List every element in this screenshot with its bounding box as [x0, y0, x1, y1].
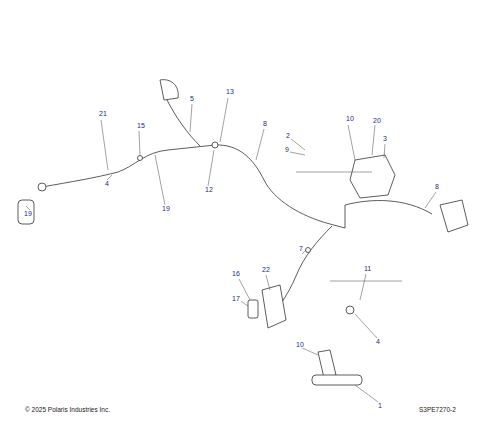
callout-number: 4 [104, 180, 110, 187]
callout-number: 20 [372, 117, 382, 124]
right-caliper [440, 200, 468, 232]
callout-number: 11 [363, 265, 372, 272]
leader-lines [26, 98, 436, 402]
reservoir [160, 80, 178, 100]
callout-number: 17 [231, 295, 241, 302]
callout-number: 7 [298, 245, 304, 252]
footer-text: © 2025 Polaris Industries Inc. [24, 407, 111, 414]
pedal-pivot [312, 375, 362, 385]
callout-number: 8 [434, 183, 440, 190]
callout-number: 12 [204, 186, 214, 193]
line-clip [306, 248, 311, 253]
callout-number: 13 [225, 88, 235, 95]
callout-number: 21 [98, 110, 108, 117]
callout-number: 2 [285, 132, 291, 139]
brake-lines [42, 98, 432, 305]
switch [346, 306, 354, 314]
callout-number: 4 [375, 338, 381, 345]
callout-number: 1 [377, 402, 383, 409]
callout-number: 8 [262, 120, 268, 127]
callout-number: 10 [345, 115, 355, 122]
callout-number: 10 [295, 341, 305, 348]
right-brake-line [345, 201, 432, 214]
pedal-arm [318, 350, 336, 378]
junction-line [345, 205, 346, 228]
callout-number: 5 [189, 95, 195, 102]
main-brake-line [42, 145, 345, 228]
line-clip [212, 142, 218, 148]
rear-brake-line [280, 226, 332, 305]
brake-pad [248, 300, 258, 318]
left-caliper [18, 200, 34, 224]
callout-number: 15 [136, 122, 146, 129]
callout-number: 19 [23, 210, 33, 217]
rear-caliper [262, 285, 286, 328]
upper-brake-line [166, 98, 200, 146]
line-clip [138, 156, 143, 161]
left-fitting [38, 183, 46, 191]
master-cylinder [350, 155, 395, 198]
callout-number: 22 [261, 266, 271, 273]
callout-number: 16 [231, 270, 241, 277]
callout-number: 9 [284, 146, 290, 153]
footer-text: S3PE7270-2 [418, 407, 457, 414]
callout-number: 3 [382, 135, 388, 142]
callout-number: 19 [161, 205, 171, 212]
